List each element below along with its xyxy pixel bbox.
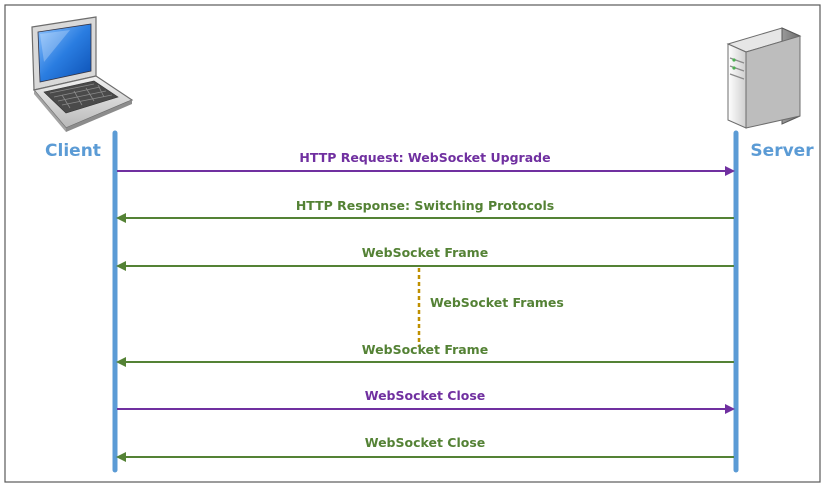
websocket-close-1-label: WebSocket Close bbox=[365, 388, 486, 403]
server-label: Server bbox=[750, 141, 814, 161]
websocket-close-2-label: WebSocket Close bbox=[365, 435, 486, 450]
server-tower-icon bbox=[726, 27, 802, 129]
websocket-frame-2-label: WebSocket Frame bbox=[362, 342, 488, 357]
http-response-label: HTTP Response: Switching Protocols bbox=[296, 198, 554, 213]
websocket-frame-1-label: WebSocket Frame bbox=[362, 245, 488, 260]
client-label: Client bbox=[45, 141, 101, 161]
laptop-icon bbox=[31, 16, 134, 132]
diagram-border bbox=[4, 4, 821, 483]
http-request-label: HTTP Request: WebSocket Upgrade bbox=[299, 150, 550, 165]
frames-note-label: WebSocket Frames bbox=[430, 295, 564, 310]
